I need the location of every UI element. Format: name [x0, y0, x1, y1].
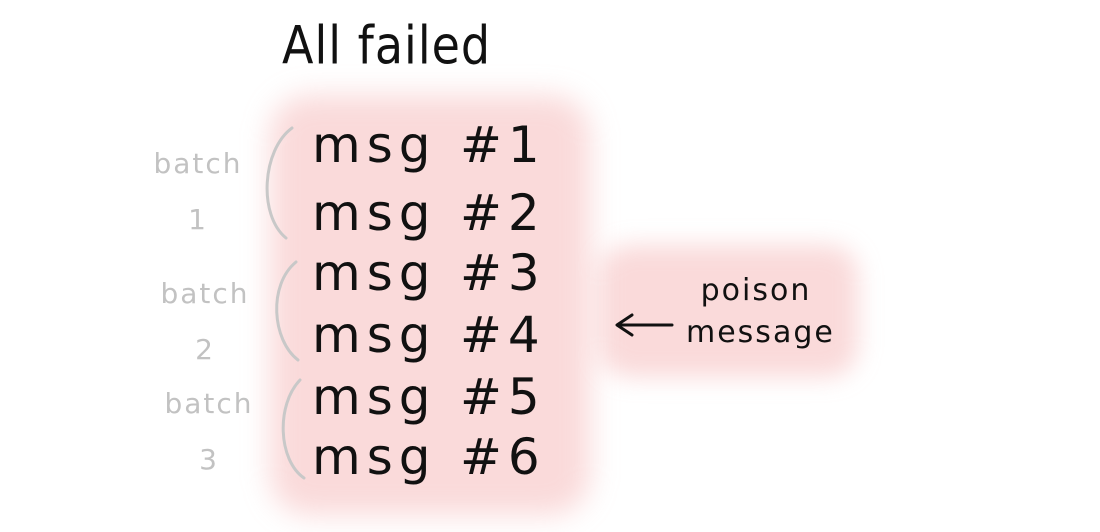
message-row: msg #4	[312, 306, 546, 364]
diagram-title: All failed	[282, 14, 492, 77]
poison-line-2: message	[686, 315, 835, 350]
batch-word: batch	[164, 387, 254, 420]
batch-brace-1	[265, 126, 294, 240]
batch-brace-3	[281, 378, 306, 480]
batch-word: batch	[153, 147, 243, 180]
batch-label-1: batch 1	[143, 136, 253, 248]
message-number: #6	[460, 428, 546, 486]
failed-highlight	[270, 95, 590, 515]
message-number: #3	[460, 244, 546, 302]
batch-number: 2	[195, 333, 215, 366]
message-row: msg #5	[312, 368, 546, 426]
message-label: msg	[312, 428, 437, 486]
batch-brace-2	[275, 260, 300, 362]
poison-highlight	[600, 245, 858, 377]
message-row: msg #2	[312, 184, 546, 242]
message-number: #5	[460, 368, 546, 426]
batch-number: 1	[188, 203, 208, 236]
message-label: msg	[312, 368, 437, 426]
message-label: msg	[312, 116, 437, 174]
batch-number: 3	[199, 443, 219, 476]
batch-label-3: batch 3	[154, 376, 264, 488]
message-row: msg #6	[312, 428, 546, 486]
poison-line-1: poison	[700, 273, 812, 308]
batch-label-2: batch 2	[150, 266, 260, 378]
message-row: msg #3	[312, 244, 546, 302]
message-label: msg	[312, 244, 437, 302]
batch-word: batch	[160, 277, 250, 310]
message-number: #4	[460, 306, 546, 364]
message-label: msg	[312, 184, 437, 242]
message-label: msg	[312, 306, 437, 364]
message-row: msg #1	[312, 116, 546, 174]
message-number: #2	[460, 184, 546, 242]
message-number: #1	[460, 116, 546, 174]
poison-message-label: poison message	[686, 270, 835, 354]
